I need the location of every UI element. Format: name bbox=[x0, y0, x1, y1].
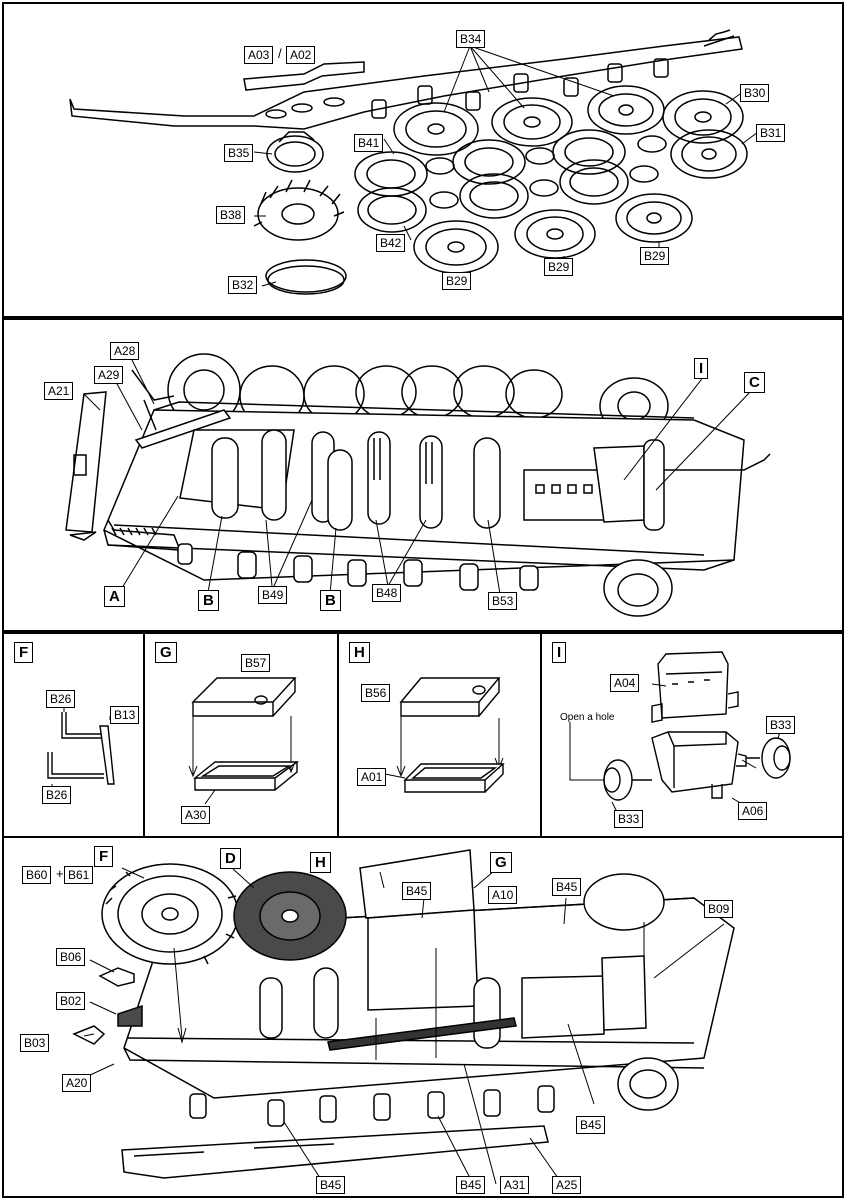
step-i-panel: I A04 Open a hole B33 A06 B33 bbox=[540, 632, 844, 838]
subassembly-marker-c: C bbox=[744, 372, 765, 393]
part-label-b41: B41 bbox=[354, 134, 384, 152]
part-label-b13: B13 bbox=[110, 706, 140, 724]
part-label-b29: B29 bbox=[442, 272, 472, 290]
step-marker-h: H bbox=[349, 642, 370, 663]
part-label-b49: B49 bbox=[258, 586, 288, 604]
part-label-b35: B35 bbox=[224, 144, 254, 162]
stowage-box-illustration bbox=[188, 677, 300, 805]
label-separator: / bbox=[278, 46, 282, 61]
subassembly-marker-f: F bbox=[94, 846, 114, 867]
part-label-b33: B33 bbox=[766, 716, 796, 734]
part-label-a30: A30 bbox=[181, 806, 211, 824]
subassembly-marker-b: B bbox=[198, 590, 219, 611]
part-label-a20: A20 bbox=[62, 1074, 92, 1092]
part-label-b61: B61 bbox=[64, 866, 94, 884]
part-label-b45: B45 bbox=[552, 878, 582, 896]
part-label-b31: B31 bbox=[756, 124, 786, 142]
part-label-b56: B56 bbox=[361, 684, 391, 702]
part-label-b26: B26 bbox=[46, 690, 76, 708]
part-label-a21: A21 bbox=[44, 382, 74, 400]
part-label-a29: A29 bbox=[94, 366, 124, 384]
step-2-panel: A28 A29 A21 I C A B B49 B B48 B53 bbox=[2, 318, 844, 632]
part-label-b57: B57 bbox=[241, 654, 271, 672]
stowage-box-h-illustration bbox=[384, 677, 505, 793]
part-label-b38: B38 bbox=[216, 206, 246, 224]
step-h-panel: H B56 A01 bbox=[337, 632, 542, 838]
part-label-b48: B48 bbox=[372, 584, 402, 602]
part-label-a04: A04 bbox=[610, 674, 640, 692]
part-label-b34: B34 bbox=[456, 30, 486, 48]
open-a-hole-note: Open a hole bbox=[560, 712, 615, 723]
subassembly-marker-b: B bbox=[320, 590, 341, 611]
step-g-panel: G B57 A30 bbox=[143, 632, 339, 838]
part-label-a10: A10 bbox=[488, 886, 518, 904]
subassembly-marker-d: D bbox=[220, 848, 241, 869]
part-label-b42: B42 bbox=[376, 234, 406, 252]
part-label-b32: B32 bbox=[228, 276, 258, 294]
subassembly-marker-i: I bbox=[694, 358, 709, 379]
subassembly-marker-a: A bbox=[104, 586, 125, 607]
part-label-b29: B29 bbox=[544, 258, 574, 276]
part-label-b33: B33 bbox=[614, 810, 644, 828]
part-label-b45: B45 bbox=[402, 882, 432, 900]
part-label-b30: B30 bbox=[740, 84, 770, 102]
step-1-panel: A03 / A02 B34 B30 B31 B35 B41 B38 B42 B3… bbox=[2, 2, 844, 318]
part-label-b45: B45 bbox=[576, 1116, 606, 1134]
subassembly-marker-h: H bbox=[310, 852, 331, 873]
part-label-a02: A02 bbox=[286, 46, 316, 64]
part-label-a06: A06 bbox=[738, 802, 768, 820]
step-3-panel: F D H G B60 + B61 B45 A10 B45 B09 B06 B0… bbox=[2, 836, 844, 1198]
gearbox-illustration bbox=[569, 651, 791, 811]
chassis-assembly-illustration bbox=[65, 353, 771, 617]
part-label-b29: B29 bbox=[640, 247, 670, 265]
label-plus: + bbox=[56, 866, 64, 881]
part-label-b03: B03 bbox=[20, 1034, 50, 1052]
part-label-a25: A25 bbox=[552, 1176, 582, 1194]
part-label-b60: B60 bbox=[22, 866, 52, 884]
step-marker-f: F bbox=[14, 642, 34, 663]
step-f-panel: F B26 B13 B26 bbox=[2, 632, 145, 838]
subassembly-marker-g: G bbox=[490, 852, 512, 873]
step-marker-g: G bbox=[155, 642, 177, 663]
part-label-a28: A28 bbox=[110, 342, 140, 360]
part-label-b09: B09 bbox=[704, 900, 734, 918]
part-label-b06: B06 bbox=[56, 948, 86, 966]
road-wheels-illustration bbox=[69, 29, 759, 295]
part-label-a31: A31 bbox=[500, 1176, 530, 1194]
part-label-a03: A03 bbox=[244, 46, 274, 64]
final-assembly-illustration bbox=[72, 849, 735, 1185]
part-label-b45: B45 bbox=[316, 1176, 346, 1194]
step-marker-i: I bbox=[552, 642, 567, 663]
part-label-a01: A01 bbox=[357, 768, 387, 786]
hinge-parts-illustration bbox=[47, 704, 115, 794]
part-label-b26: B26 bbox=[42, 786, 72, 804]
part-label-b53: B53 bbox=[488, 592, 518, 610]
part-label-b45: B45 bbox=[456, 1176, 486, 1194]
part-label-b02: B02 bbox=[56, 992, 86, 1010]
